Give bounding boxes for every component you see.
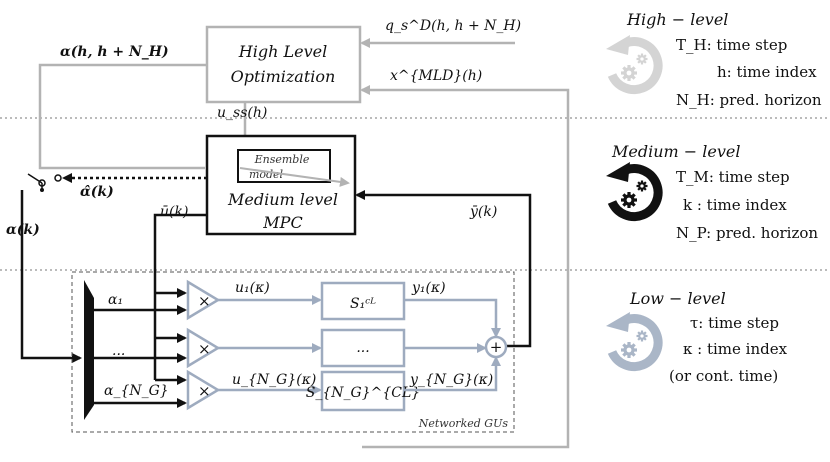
high-level-title: High − level xyxy=(626,10,728,29)
alpha-hat-label: α̂(k) xyxy=(80,184,114,200)
ensemble-model-block xyxy=(237,149,331,183)
demux-bar xyxy=(84,280,94,420)
yng-line xyxy=(404,356,501,392)
alpha-1-label: α₁ xyxy=(108,292,123,308)
summing-plus: + xyxy=(490,338,503,356)
medium-level-legend: Medium − level T_M: time step k : time i… xyxy=(606,142,818,242)
summing-junction xyxy=(484,335,508,359)
gears-refresh-icon-black xyxy=(606,162,663,222)
medium-l2: k : time index xyxy=(683,196,787,214)
s-dots-label: ... xyxy=(356,340,369,356)
switch-contact-right xyxy=(54,174,62,182)
u-bar-line xyxy=(153,213,207,380)
yng-label: y_{N_G}(κ) xyxy=(409,372,493,388)
low-level-title: Low − level xyxy=(629,289,726,308)
u-ss-label: u_ss(h) xyxy=(217,105,267,121)
ensemble-label-1: Ensemble xyxy=(254,153,310,166)
high-level-block-label-1: High Level xyxy=(238,42,327,61)
high-level-block-label-2: Optimization xyxy=(231,67,336,86)
alpha-k-label: α(k) xyxy=(6,222,40,238)
gears-refresh-icon-bluegray xyxy=(606,312,663,372)
low-l3: (or cont. time) xyxy=(669,367,778,385)
medium-block-label-2: MPC xyxy=(262,213,302,232)
mult-1-sign: × xyxy=(198,292,211,310)
u1-label: u₁(κ) xyxy=(235,280,270,296)
high-level-optimization-block xyxy=(205,25,362,104)
multiplier-ng xyxy=(186,369,221,411)
ung-label: u_{N_G}(κ) xyxy=(232,372,316,388)
y-bar-feedback-line xyxy=(355,190,532,348)
medium-l1: T_M: time step xyxy=(676,168,790,186)
mult-ng-sign: × xyxy=(198,382,211,400)
s1-label: S₁ᶜᴸ xyxy=(350,296,376,312)
medium-l3: N_P: pred. horizon xyxy=(676,224,818,242)
alpha-ng-label: α_{N_G} xyxy=(104,383,169,399)
q-s-label: q_s^D(h, h + N_H) xyxy=(385,18,521,34)
sng-label: S_{N_G}^{CL} xyxy=(306,385,420,401)
networked-gus-label: Networked GUs xyxy=(418,417,509,430)
high-level-legend: High − level T_H: time step h: time inde… xyxy=(606,10,822,109)
y-bar-label: ȳ(k) xyxy=(469,204,497,220)
x-mld-feedback-line xyxy=(360,85,570,449)
alpha-dots-label: ... xyxy=(112,343,125,359)
low-l2: κ : time index xyxy=(683,340,788,358)
alpha-h-line xyxy=(38,63,207,170)
high-l2: h: time index xyxy=(717,63,817,81)
u-bar-label: ū(k) xyxy=(160,204,188,220)
alpha-k-line xyxy=(20,190,82,363)
multiplier-1 xyxy=(186,279,221,321)
medium-level-title: Medium − level xyxy=(611,142,740,161)
ensemble-diagonal-arrow xyxy=(239,167,350,187)
high-l1: T_H: time step xyxy=(676,36,787,54)
networked-gus-container xyxy=(71,271,515,433)
low-level-legend: Low − level τ: time step κ : time index … xyxy=(606,289,788,385)
gears-refresh-icon-gray xyxy=(606,35,663,95)
medium-block-label-1: Medium level xyxy=(227,190,338,209)
multiplier-mid xyxy=(186,327,221,369)
x-mld-label: x^{MLD}(h) xyxy=(390,68,482,84)
mult-mid-sign: × xyxy=(198,340,211,358)
y1-label: y₁(κ) xyxy=(411,280,446,296)
high-l3: N_H: pred. horizon xyxy=(676,91,822,109)
low-l1: τ: time step xyxy=(690,314,779,332)
y1-line xyxy=(404,298,501,338)
switch-lever xyxy=(27,173,43,184)
alpha-h-label: α(h, h + N_H) xyxy=(60,44,169,60)
